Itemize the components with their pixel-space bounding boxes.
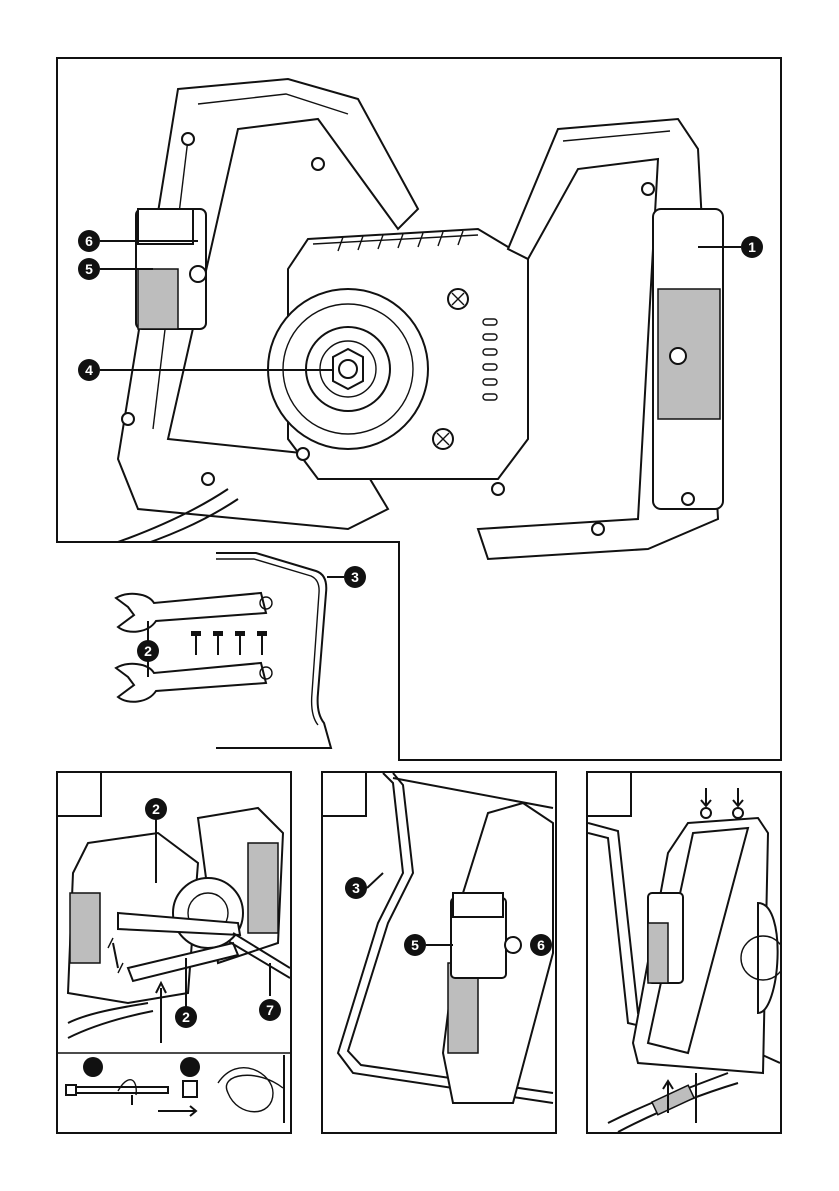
- svg-text:6: 6: [85, 233, 93, 249]
- svg-text:3: 3: [352, 880, 360, 896]
- svg-text:7: 7: [266, 1002, 274, 1018]
- callout-2: 2: [145, 798, 167, 820]
- handle-screw-illustration: [588, 773, 780, 1132]
- svg-text:2: 2: [144, 643, 152, 659]
- callout-6: 6: [78, 230, 100, 252]
- svg-text:2: 2: [152, 801, 160, 817]
- callout-3: 3: [344, 566, 366, 588]
- panel-c: [586, 771, 782, 1134]
- main-figure-frame: 1 6 5 4: [56, 57, 782, 761]
- callout-2: 2: [137, 640, 159, 662]
- callout-5: 5: [404, 934, 426, 956]
- callout-6: 6: [530, 934, 552, 956]
- svg-text:4: 4: [85, 362, 93, 378]
- callout-4: 4: [78, 359, 100, 381]
- callout-1: 1: [741, 236, 763, 258]
- spindle-wrench-illustration: [58, 773, 290, 1132]
- svg-text:1: 1: [748, 239, 756, 255]
- callout-7: 7: [259, 999, 281, 1021]
- callout-5: 5: [78, 258, 100, 280]
- svg-text:5: 5: [85, 261, 93, 277]
- callout-2: 2: [175, 1006, 197, 1028]
- svg-text:6: 6: [537, 937, 545, 953]
- svg-text:2: 2: [182, 1009, 190, 1025]
- stirrer-storage-illustration: [323, 773, 555, 1132]
- callout-3: 3: [345, 877, 367, 899]
- svg-text:5: 5: [411, 937, 419, 953]
- panel-b: 3 5 6: [321, 771, 557, 1134]
- panel-a: 2 2 7: [56, 771, 292, 1134]
- accessories-box: 3 2: [56, 541, 400, 761]
- svg-text:3: 3: [351, 569, 359, 585]
